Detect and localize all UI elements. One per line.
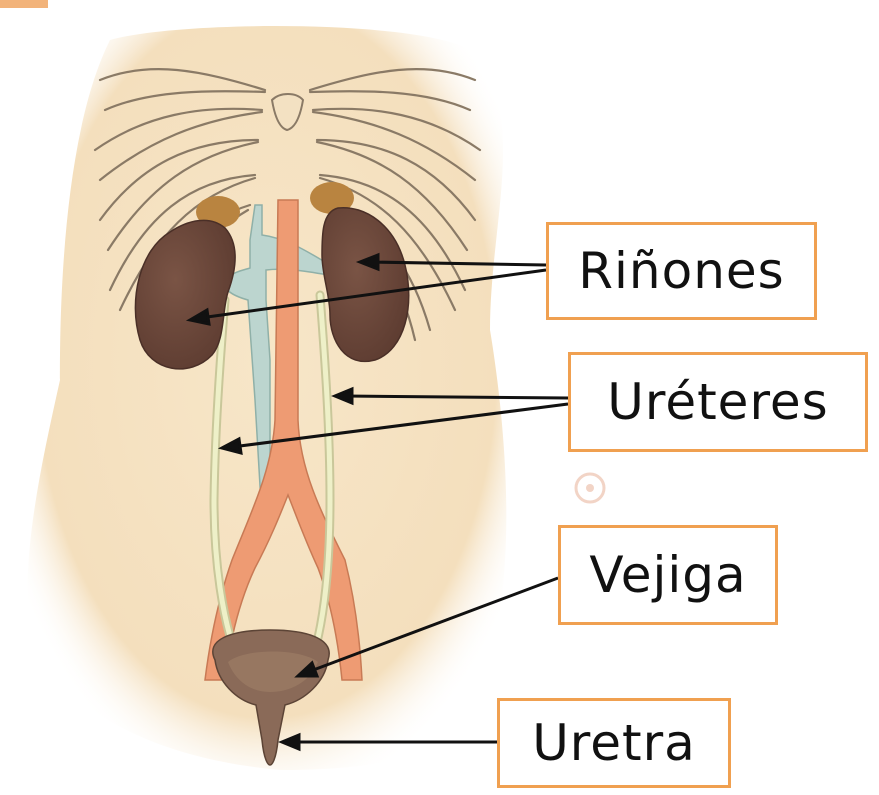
label-kidneys: Riñones: [546, 222, 817, 320]
label-bladder-text: Vejiga: [589, 546, 746, 604]
label-ureters: Uréteres: [568, 352, 868, 452]
label-urethra: Uretra: [497, 698, 731, 788]
label-urethra-text: Uretra: [532, 714, 696, 772]
label-kidneys-text: Riñones: [578, 242, 784, 300]
label-ureters-text: Uréteres: [607, 373, 828, 431]
label-bladder: Vejiga: [558, 525, 778, 625]
